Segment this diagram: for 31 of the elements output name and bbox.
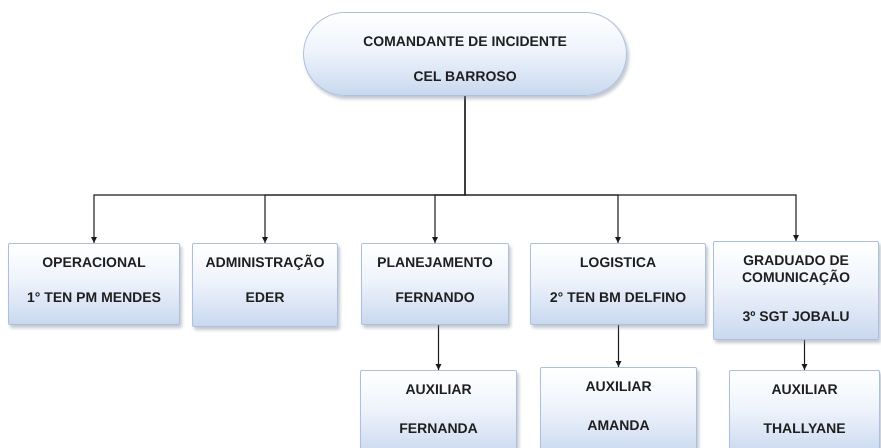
role-box: [713, 241, 879, 340]
role-title: OPERACIONAL: [42, 254, 146, 271]
person-name: 3º SGT JOBALU: [742, 308, 850, 325]
role-title: LOGISTICA: [580, 254, 656, 271]
person-name: EDER: [246, 289, 284, 306]
role-box: [360, 370, 517, 448]
person-name: 2° TEN BM DELFINO: [550, 289, 686, 306]
role-box: [192, 243, 338, 327]
person-name: CEL BARROSO: [413, 68, 517, 85]
person-name: FERNANDO: [395, 289, 475, 306]
role-title: AUXILIAR: [405, 381, 472, 398]
role-box: [361, 243, 509, 325]
connector-arrow: [464, 96, 799, 241]
connector-arrow: [616, 325, 622, 367]
role-box: [729, 370, 880, 448]
role-title: ADMINISTRAÇÃO: [206, 254, 324, 271]
person-name: FERNANDA: [399, 420, 478, 437]
role-title: GRADUADO DE COMUNICAÇÃO: [740, 252, 852, 286]
role-box: [8, 243, 180, 325]
role-title: AUXILIAR: [585, 378, 652, 395]
person-name: AMANDA: [587, 417, 650, 434]
role-box: [530, 243, 706, 325]
role-box: [540, 367, 697, 448]
connector-arrow: [436, 325, 442, 370]
role-title: AUXILIAR: [771, 381, 838, 398]
person-name: THALLYANE: [763, 420, 846, 437]
rounded-role-box: [303, 12, 627, 96]
person-name: 1° TEN PM MENDES: [27, 289, 161, 306]
connector-arrow: [802, 340, 808, 370]
role-title: PLANEJAMENTO: [377, 254, 493, 271]
role-title: COMANDANTE DE INCIDENTE: [363, 33, 567, 50]
